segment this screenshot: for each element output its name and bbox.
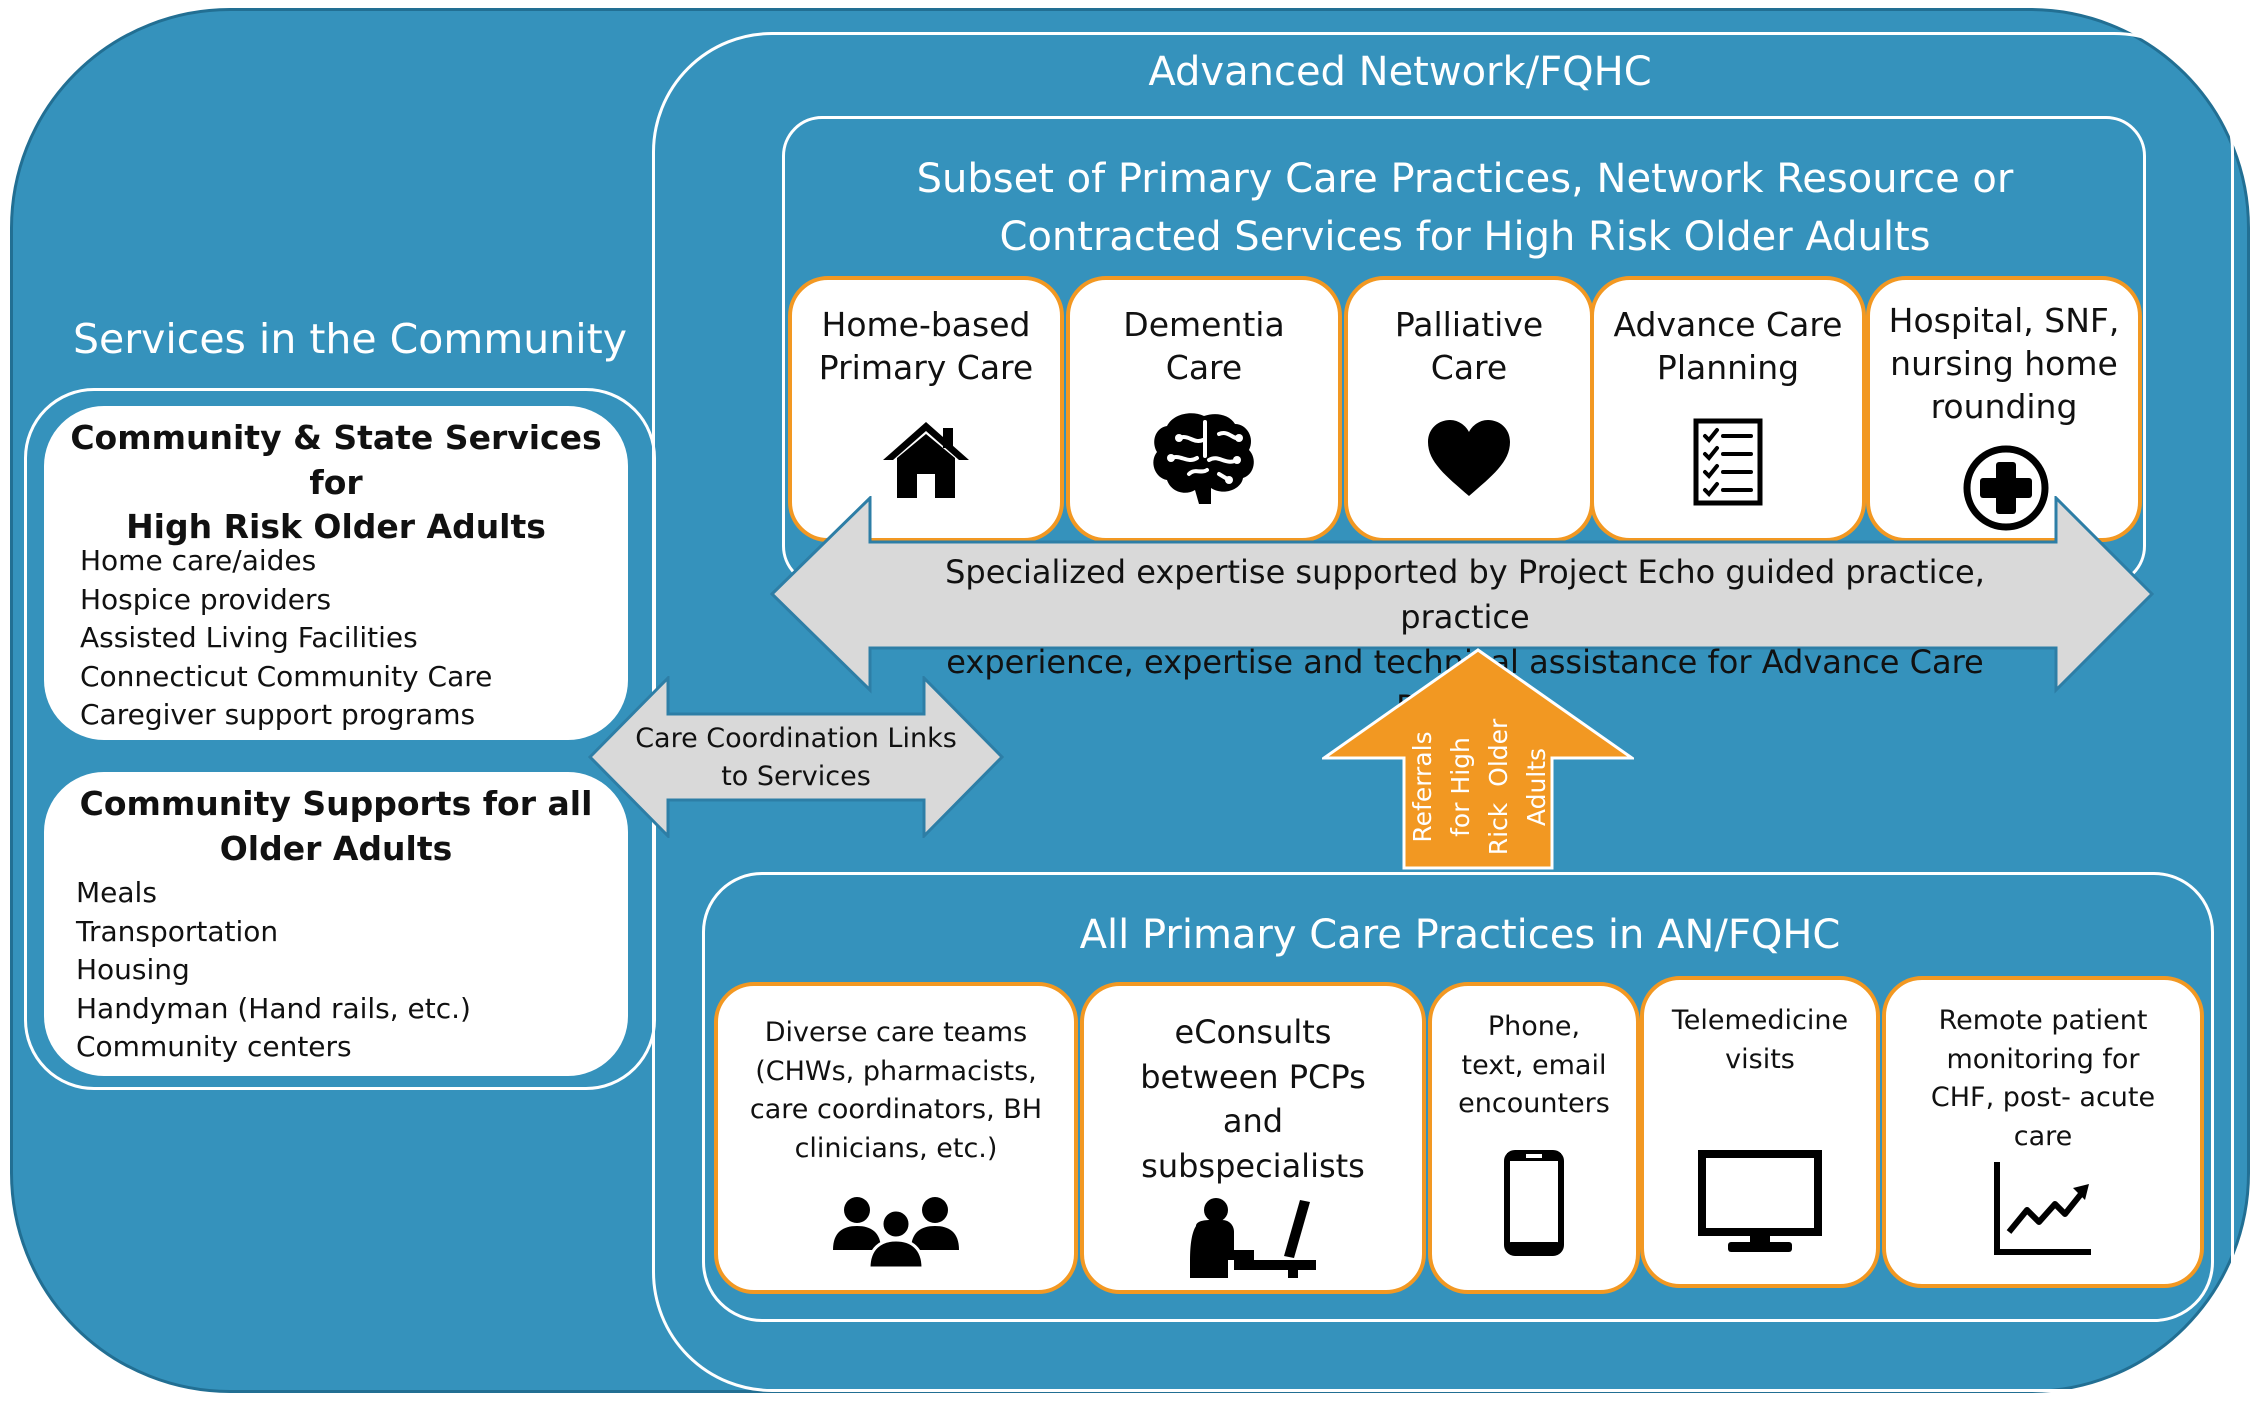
card-line: Care xyxy=(1165,347,1243,387)
community-title: Services in the Community xyxy=(73,315,627,363)
care-coordination-line-2: to Services xyxy=(721,761,871,792)
community-state-title: Community & State Services for High Risk… xyxy=(44,416,628,550)
referrals-text: Referrals for High Rick Older Adults xyxy=(1405,712,1555,862)
care-coordination-arrow xyxy=(588,676,1004,838)
card-home-based-primary-care: Home-based Primary Care xyxy=(788,276,1064,542)
list-item: Handyman (Hand rails, etc.) xyxy=(76,991,471,1025)
smartphone-icon xyxy=(1504,1150,1564,1256)
people-group-icon xyxy=(831,1194,961,1270)
care-coordination-text: Care Coordination Links to Services xyxy=(620,720,972,796)
community-supports-panel: Community Supports for all Older Adults … xyxy=(44,772,628,1076)
card-line: Remote patient xyxy=(1938,1005,2148,1036)
advanced-network-title: Advanced Network/FQHC xyxy=(1148,49,1652,95)
card-line: care coordinators, BH xyxy=(749,1094,1043,1125)
panel-title-line: Older Adults xyxy=(219,828,453,868)
card-econsults: eConsults between PCPs and subspecialist… xyxy=(1080,982,1426,1294)
referrals-line: Adults xyxy=(1522,747,1551,827)
card-line: Phone, xyxy=(1487,1011,1581,1042)
list-item: Community centers xyxy=(76,1030,352,1063)
house-icon xyxy=(881,418,971,500)
plus-circle-icon xyxy=(1962,444,2050,532)
list-item: Meals xyxy=(76,876,157,909)
card-advance-care-planning: Advance Care Planning xyxy=(1590,276,1866,542)
care-coordination-line-1: Care Coordination Links xyxy=(635,723,957,754)
panel-title-line: Community & State Services for xyxy=(70,418,602,502)
referrals-line: Referrals xyxy=(1408,731,1437,843)
person-at-computer-icon xyxy=(1188,1196,1318,1280)
monitor-icon xyxy=(1698,1150,1822,1254)
card-line: text, email xyxy=(1461,1049,1607,1081)
card-line: CHF, post- acute xyxy=(1930,1082,2156,1113)
card-line: (CHWs, pharmacists, xyxy=(755,1055,1037,1087)
card-dementia-care: Dementia Care xyxy=(1066,276,1342,542)
expertise-line-1: Specialized expertise supported by Proje… xyxy=(945,553,1985,636)
referrals-up-arrow xyxy=(1322,648,1634,870)
card-line: Diverse care teams xyxy=(764,1017,1028,1048)
card-line: Primary Care xyxy=(818,347,1034,387)
card-line: monitoring for xyxy=(1946,1043,2140,1075)
subset-title: Subset of Primary Care Practices, Networ… xyxy=(800,150,2130,266)
referrals-line: for High xyxy=(1446,737,1475,837)
card-telemedicine: Telemedicine visits xyxy=(1640,976,1880,1288)
card-line: Telemedicine xyxy=(1671,1005,1849,1036)
card-line: Planning xyxy=(1656,347,1800,387)
card-diverse-care-teams: Diverse care teams (CHWs, pharmacists, c… xyxy=(714,982,1078,1294)
heart-icon xyxy=(1426,418,1512,498)
all-primary-care-box xyxy=(702,872,2214,1322)
card-line: between PCPs xyxy=(1140,1057,1366,1096)
card-line: and xyxy=(1222,1102,1284,1140)
card-palliative-care: Palliative Care xyxy=(1344,276,1594,542)
panel-title-line: Community Supports for all xyxy=(79,784,593,823)
list-item: Caregiver support programs xyxy=(80,698,476,731)
checklist-icon xyxy=(1693,418,1763,506)
card-line: visits xyxy=(1725,1043,1795,1075)
card-phone-text-email: Phone, text, email encounters xyxy=(1428,982,1640,1294)
expertise-double-arrow xyxy=(770,496,2154,694)
list-item: Home care/aides xyxy=(80,544,317,577)
card-line: care xyxy=(2013,1120,2073,1152)
card-line: Hospital, SNF, xyxy=(1888,301,2120,340)
card-line: rounding xyxy=(1930,386,2078,426)
card-line: Advance Care xyxy=(1613,305,1843,344)
subset-title-line-2: Contracted Services for High Risk Older … xyxy=(999,214,1931,260)
community-state-services-panel: Community & State Services for High Risk… xyxy=(44,406,628,740)
list-item: Connecticut Community Care xyxy=(80,659,493,693)
card-line: Care xyxy=(1430,347,1508,387)
referrals-line: Rick Older xyxy=(1484,718,1513,856)
panel-title-line: High Risk Older Adults xyxy=(126,507,546,547)
list-item: Assisted Living Facilities xyxy=(80,621,418,654)
subset-title-line-1: Subset of Primary Care Practices, Networ… xyxy=(916,156,2014,202)
list-item: Housing xyxy=(76,953,190,986)
card-line: nursing home xyxy=(1890,343,2118,383)
card-line: eConsults xyxy=(1174,1013,1332,1051)
card-line: Home-based xyxy=(821,305,1031,344)
line-chart-icon xyxy=(1993,1160,2093,1256)
card-line: Dementia xyxy=(1123,305,1285,344)
card-line: encounters xyxy=(1458,1088,1610,1119)
card-line: subspecialists xyxy=(1141,1146,1365,1185)
card-remote-patient-monitoring: Remote patient monitoring for CHF, post-… xyxy=(1882,976,2204,1288)
all-primary-care-title: All Primary Care Practices in AN/FQHC xyxy=(1079,912,1841,958)
card-line: Palliative xyxy=(1394,305,1544,344)
card-line: clinicians, etc.) xyxy=(794,1132,998,1164)
community-supports-title: Community Supports for all Older Adults xyxy=(44,782,628,871)
brain-icon xyxy=(1149,408,1259,508)
community-state-list: Home care/aides Hospice providers Assist… xyxy=(80,542,492,735)
community-supports-list: Meals Transportation Housing Handyman (H… xyxy=(76,874,471,1067)
list-item: Hospice providers xyxy=(80,582,332,616)
list-item: Transportation xyxy=(76,914,279,948)
